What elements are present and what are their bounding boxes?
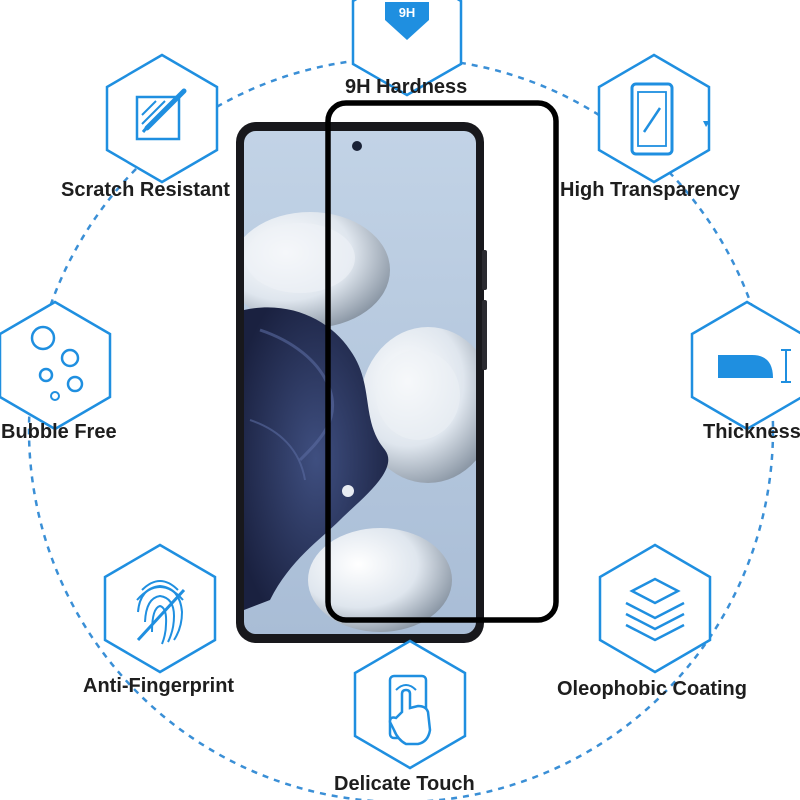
phone-screen: [244, 131, 476, 634]
layers-icon: [598, 543, 712, 674]
phone-outline-icon: [597, 53, 711, 184]
phone-illustration: [236, 122, 487, 643]
glass-edge-icon: [690, 300, 800, 431]
hardness-shield-icon: 9H: [351, 0, 463, 97]
fingerprint-icon: [103, 543, 217, 674]
scratch-label: Scratch Resistant: [61, 179, 230, 201]
glass-protector: [325, 100, 559, 623]
thickness-label: Thickness: [703, 421, 800, 443]
hardness-label: 9H Hardness: [345, 76, 468, 98]
hardness-badge: 9H: [399, 5, 416, 20]
oleophobic-label: Oleophobic Coating: [557, 678, 747, 700]
scratch-pencil-icon: [105, 53, 219, 184]
front-camera: [352, 141, 362, 151]
bubbles-icon: [0, 300, 112, 431]
transparency-label: High Transparency: [560, 179, 741, 201]
touch-label: Delicate Touch: [334, 773, 475, 795]
hand-tap-icon: [353, 639, 467, 770]
fingerprint-label: Anti-Fingerprint: [83, 675, 235, 697]
bubble-label: Bubble Free: [1, 421, 117, 443]
